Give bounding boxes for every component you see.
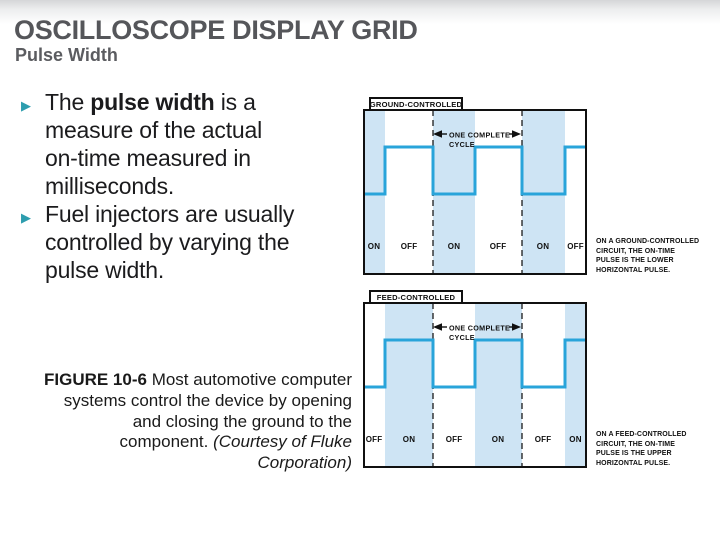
caption-line-1: Most automotive computer [146,370,352,389]
on-time-band [475,303,522,467]
diagram-feed-controlled: FEED-CONTROLLED ONE COMPLETE CYCLE OFF O… [363,290,686,468]
cycle-label-line-2: CYCLE [449,333,475,342]
caption-line-3: and closing the ground to the [132,411,352,431]
note-line: HORIZONTAL PULSE. [596,460,671,468]
cycle-label-line-1: ONE COMPLETE [449,324,510,333]
state-label: OFF [535,435,552,444]
scope-grid-frame [363,109,587,275]
note-line: HORIZONTAL PULSE. [596,267,671,275]
bullet-item-1: ▶ The pulse width is a measure of the ac… [14,88,348,200]
on-time-band [522,110,565,274]
bullet-1-line-1-pre: The [45,89,91,115]
note-line: CIRCUIT, THE ON-TIME [596,247,675,255]
left-arrow-icon [433,323,442,331]
cycle-label-line-2: CYCLE [449,140,475,149]
scope-grid-frame [363,302,587,468]
figure-caption: FIGURE 10-6 Most automotive computer sys… [18,370,352,474]
state-label: ON [537,242,549,251]
bullet-arrow-icon: ▶ [21,210,31,225]
note-line: CIRCUIT, THE ON-TIME [596,440,675,448]
bullet-arrow-icon: ▶ [21,98,31,113]
state-label: ON [403,435,415,444]
bullet-1-line-1-post: is a [214,89,256,115]
on-time-band [565,303,586,467]
note-line: PULSE IS THE LOWER [596,257,674,265]
diagram-ground-controlled: GROUND-CONTROLLED ONE COMPLETE CYCLE ON … [363,97,699,275]
on-time-band [364,110,385,274]
page-subtitle: Pulse Width [15,45,118,65]
caption-line-5: Corporation) [257,453,353,473]
bullet-1-bold-term: pulse width [90,89,215,115]
right-arrow-icon [512,323,521,331]
page-title: OSCILLOSCOPE DISPLAY GRID [14,15,418,45]
state-label: OFF [446,435,463,444]
right-arrow-icon [512,130,521,138]
bullet-1-line-3: on-time measured in [45,145,251,171]
bullet-item-2: ▶ Fuel injectors are usually controlled … [14,200,348,284]
bullet-1-line-2: measure of the actual [45,117,262,143]
caption-courtesy-italic: (Courtesy of Fluke [213,432,352,452]
note-line: PULSE IS THE UPPER [596,450,672,458]
waveform-plot: ONE COMPLETE CYCLE ON OFF ON OFF ON OFF [363,109,587,275]
diagram-side-note: ON A FEED-CONTROLLED CIRCUIT, THE ON-TIM… [596,430,720,469]
state-label: ON [368,242,380,251]
caption-line-2: systems control the device by opening [63,390,352,410]
bullet-2-line-3: pulse width. [45,257,165,283]
on-time-band [385,303,433,467]
note-line: ON A FEED-CONTROLLED [596,430,687,438]
bullet-1-line-4: milliseconds. [45,173,175,199]
square-wave-trace [364,338,586,389]
caption-line-4: component. [119,432,214,452]
note-line: ON A GROUND-CONTROLLED [596,237,700,245]
bullet-list: ▶ The pulse width is a measure of the ac… [14,88,348,284]
bullet-2-line-2: controlled by varying the [45,229,290,255]
diagram-side-note: ON A GROUND-CONTROLLED CIRCUIT, THE ON-T… [596,237,720,276]
bullet-2-line-1: Fuel injectors are usually [45,201,295,227]
figure-label: FIGURE 10-6 [43,370,147,389]
state-label: OFF [366,435,383,444]
waveform-plot: ONE COMPLETE CYCLE OFF ON OFF ON OFF ON [363,302,587,468]
state-label: OFF [401,242,418,251]
on-time-band [433,110,475,274]
state-label: OFF [567,242,584,251]
state-label: ON [569,435,581,444]
cycle-label-line-1: ONE COMPLETE [449,131,510,140]
diagram-title-box: GROUND-CONTROLLED [369,97,463,111]
state-label: OFF [490,242,507,251]
diagram-title-box: FEED-CONTROLLED [369,290,463,304]
left-arrow-icon [433,130,442,138]
state-label: ON [492,435,504,444]
state-label: ON [448,242,460,251]
square-wave-trace [364,145,586,196]
